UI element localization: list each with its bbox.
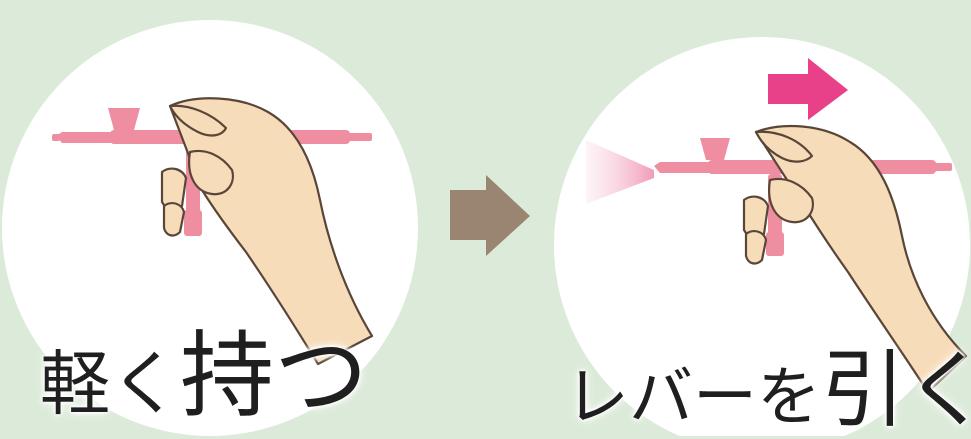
- center-right-arrow-icon: [450, 175, 530, 256]
- caption-left-part2: 持つ: [180, 322, 368, 431]
- caption-pull-lever: レバーを引く: [565, 348, 971, 432]
- caption-right-part2: 引く: [821, 341, 971, 439]
- caption-hold-lightly: 軽く持つ: [40, 330, 368, 424]
- caption-left-part1: 軽く: [40, 343, 180, 425]
- caption-right-part1: レバーを: [565, 361, 821, 435]
